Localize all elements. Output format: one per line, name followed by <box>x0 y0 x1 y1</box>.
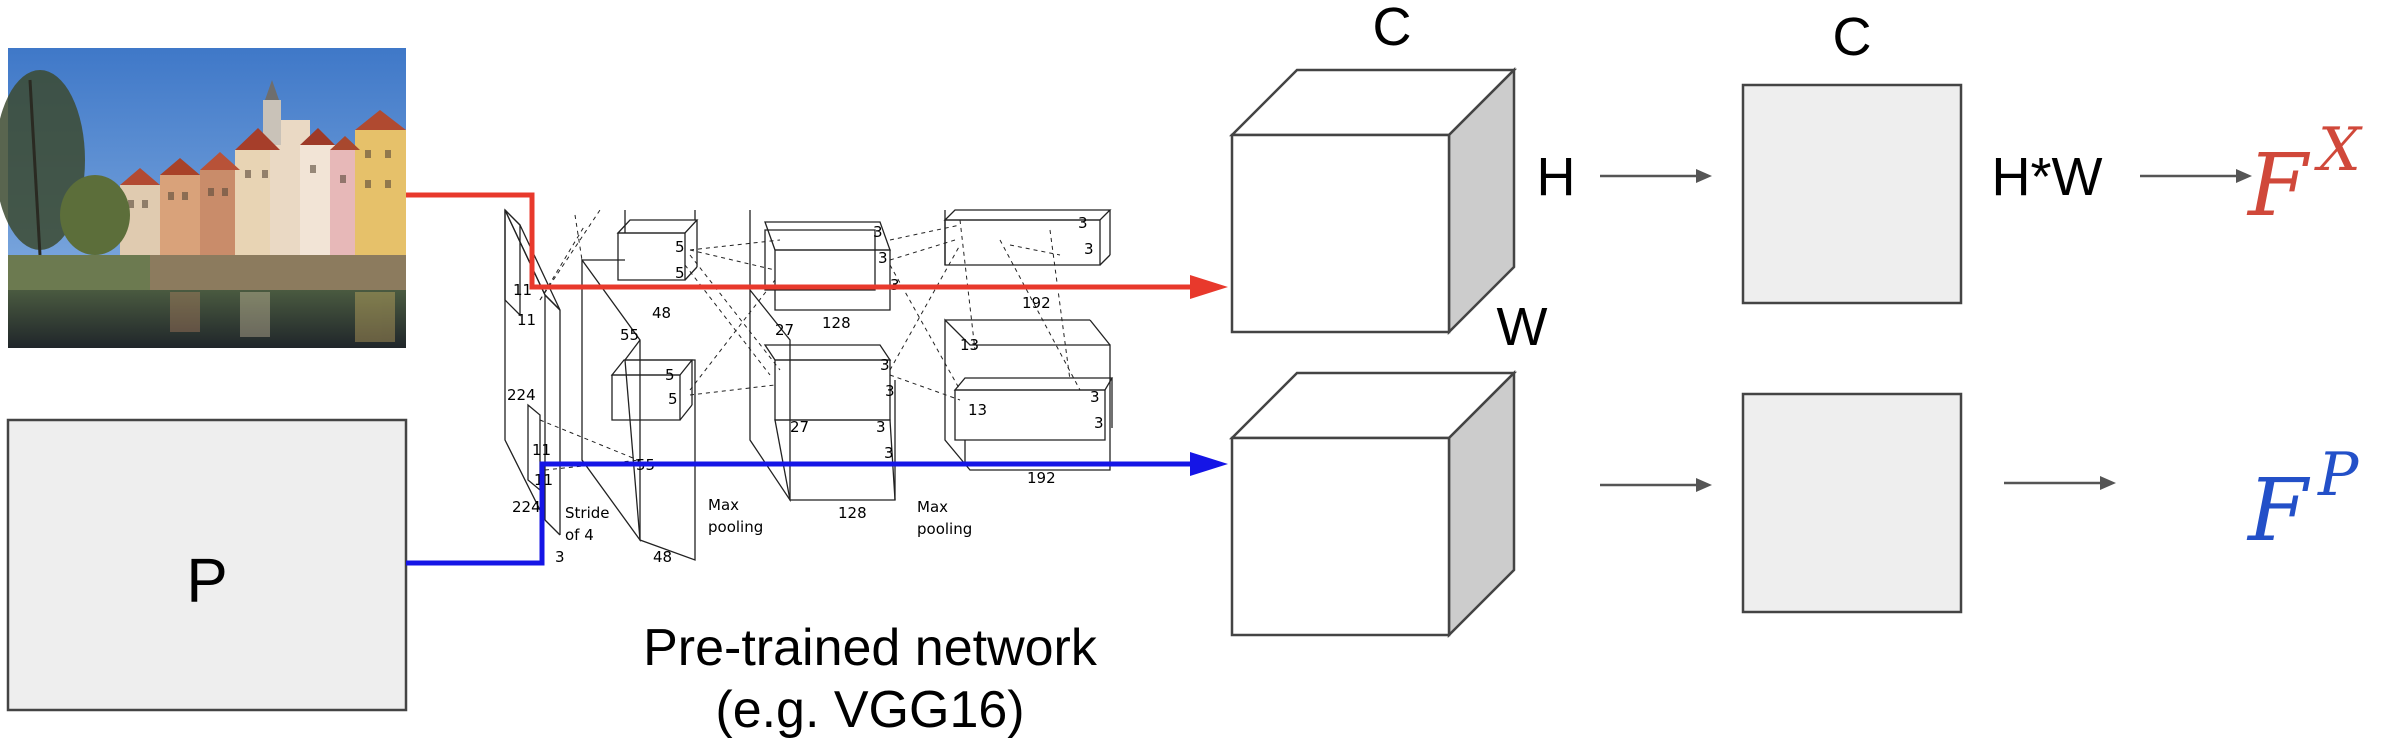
content-feature-cube <box>1228 66 1518 336</box>
svg-text:P: P <box>2317 440 2360 510</box>
layer-label: 27 <box>775 321 794 339</box>
layer-label: 55 <box>620 326 639 344</box>
layer-label: 224 <box>507 386 536 404</box>
layer-label: 3 <box>555 548 565 566</box>
layer-label: pooling <box>708 518 763 536</box>
svg-text:F: F <box>2246 136 2311 236</box>
cube-height-label: H <box>1537 147 1576 207</box>
layer-label: pooling <box>917 520 972 538</box>
content-path-arrowhead <box>1190 275 1228 299</box>
layer-label: 3 <box>884 444 894 462</box>
svg-text:F: F <box>2246 461 2311 561</box>
reshape-arrows <box>1600 169 2252 492</box>
network-labels: 11 11 224 11 11 224 Stride of 4 3 55 55 … <box>507 214 1104 566</box>
tree-illustration <box>0 70 130 256</box>
layer-label: 11 <box>517 311 536 329</box>
style-path-line <box>406 461 1195 566</box>
layer-label: 3 <box>885 382 895 400</box>
content-photo <box>0 48 406 348</box>
layer-label: 13 <box>960 336 979 354</box>
layer-label: 13 <box>968 401 987 419</box>
matrix-channel-label: C <box>1833 7 1872 67</box>
network-caption-line1: Pre-trained network <box>643 619 1098 677</box>
layer-label: Max <box>917 498 948 516</box>
layer-label: 3 <box>873 223 883 241</box>
style-image-label: P <box>186 546 227 615</box>
layer-label: 3 <box>878 249 888 267</box>
layer-label: 5 <box>675 264 685 282</box>
layer-label: 3 <box>1094 414 1104 432</box>
layer-label: 27 <box>790 418 809 436</box>
layer-label: 224 <box>512 498 541 516</box>
layer-label: 128 <box>822 314 851 332</box>
layer-label: 11 <box>513 281 532 299</box>
content-result-label: F X <box>2246 115 2363 236</box>
buildings-illustration <box>120 80 406 255</box>
content-gram-matrix <box>1741 83 1963 305</box>
style-path-arrowhead <box>1190 452 1228 476</box>
layer-label: 5 <box>675 238 685 256</box>
layer-label: 5 <box>665 366 675 384</box>
layer-label: 3 <box>1078 214 1088 232</box>
content-path-line <box>406 192 1195 290</box>
layer-label: 3 <box>876 418 886 436</box>
style-image-box: P <box>6 418 408 712</box>
matrix-hw-label: H*W <box>1992 147 2103 207</box>
layer-label: 3 <box>1084 240 1094 258</box>
layer-label: 11 <box>532 441 551 459</box>
layer-label: 192 <box>1027 469 1056 487</box>
layer-label: 48 <box>653 548 672 566</box>
style-feature-cube <box>1228 369 1518 639</box>
cube-channel-label: C <box>1373 0 1412 57</box>
layer-label: 5 <box>668 390 678 408</box>
layer-label: 3 <box>880 356 890 374</box>
layer-label: of 4 <box>565 526 594 544</box>
layer-label: Stride <box>565 504 610 522</box>
svg-text:X: X <box>2314 115 2363 185</box>
network-caption-line2: (e.g. VGG16) <box>715 681 1024 739</box>
layer-label: 3 <box>1090 388 1100 406</box>
style-result-label: F P <box>2246 440 2360 561</box>
layer-label: 128 <box>838 504 867 522</box>
style-gram-matrix <box>1741 392 1963 614</box>
cube-width-label: W <box>1497 297 1548 357</box>
layer-label: 192 <box>1022 294 1051 312</box>
layer-label: Max <box>708 496 739 514</box>
layer-label: 48 <box>652 304 671 322</box>
